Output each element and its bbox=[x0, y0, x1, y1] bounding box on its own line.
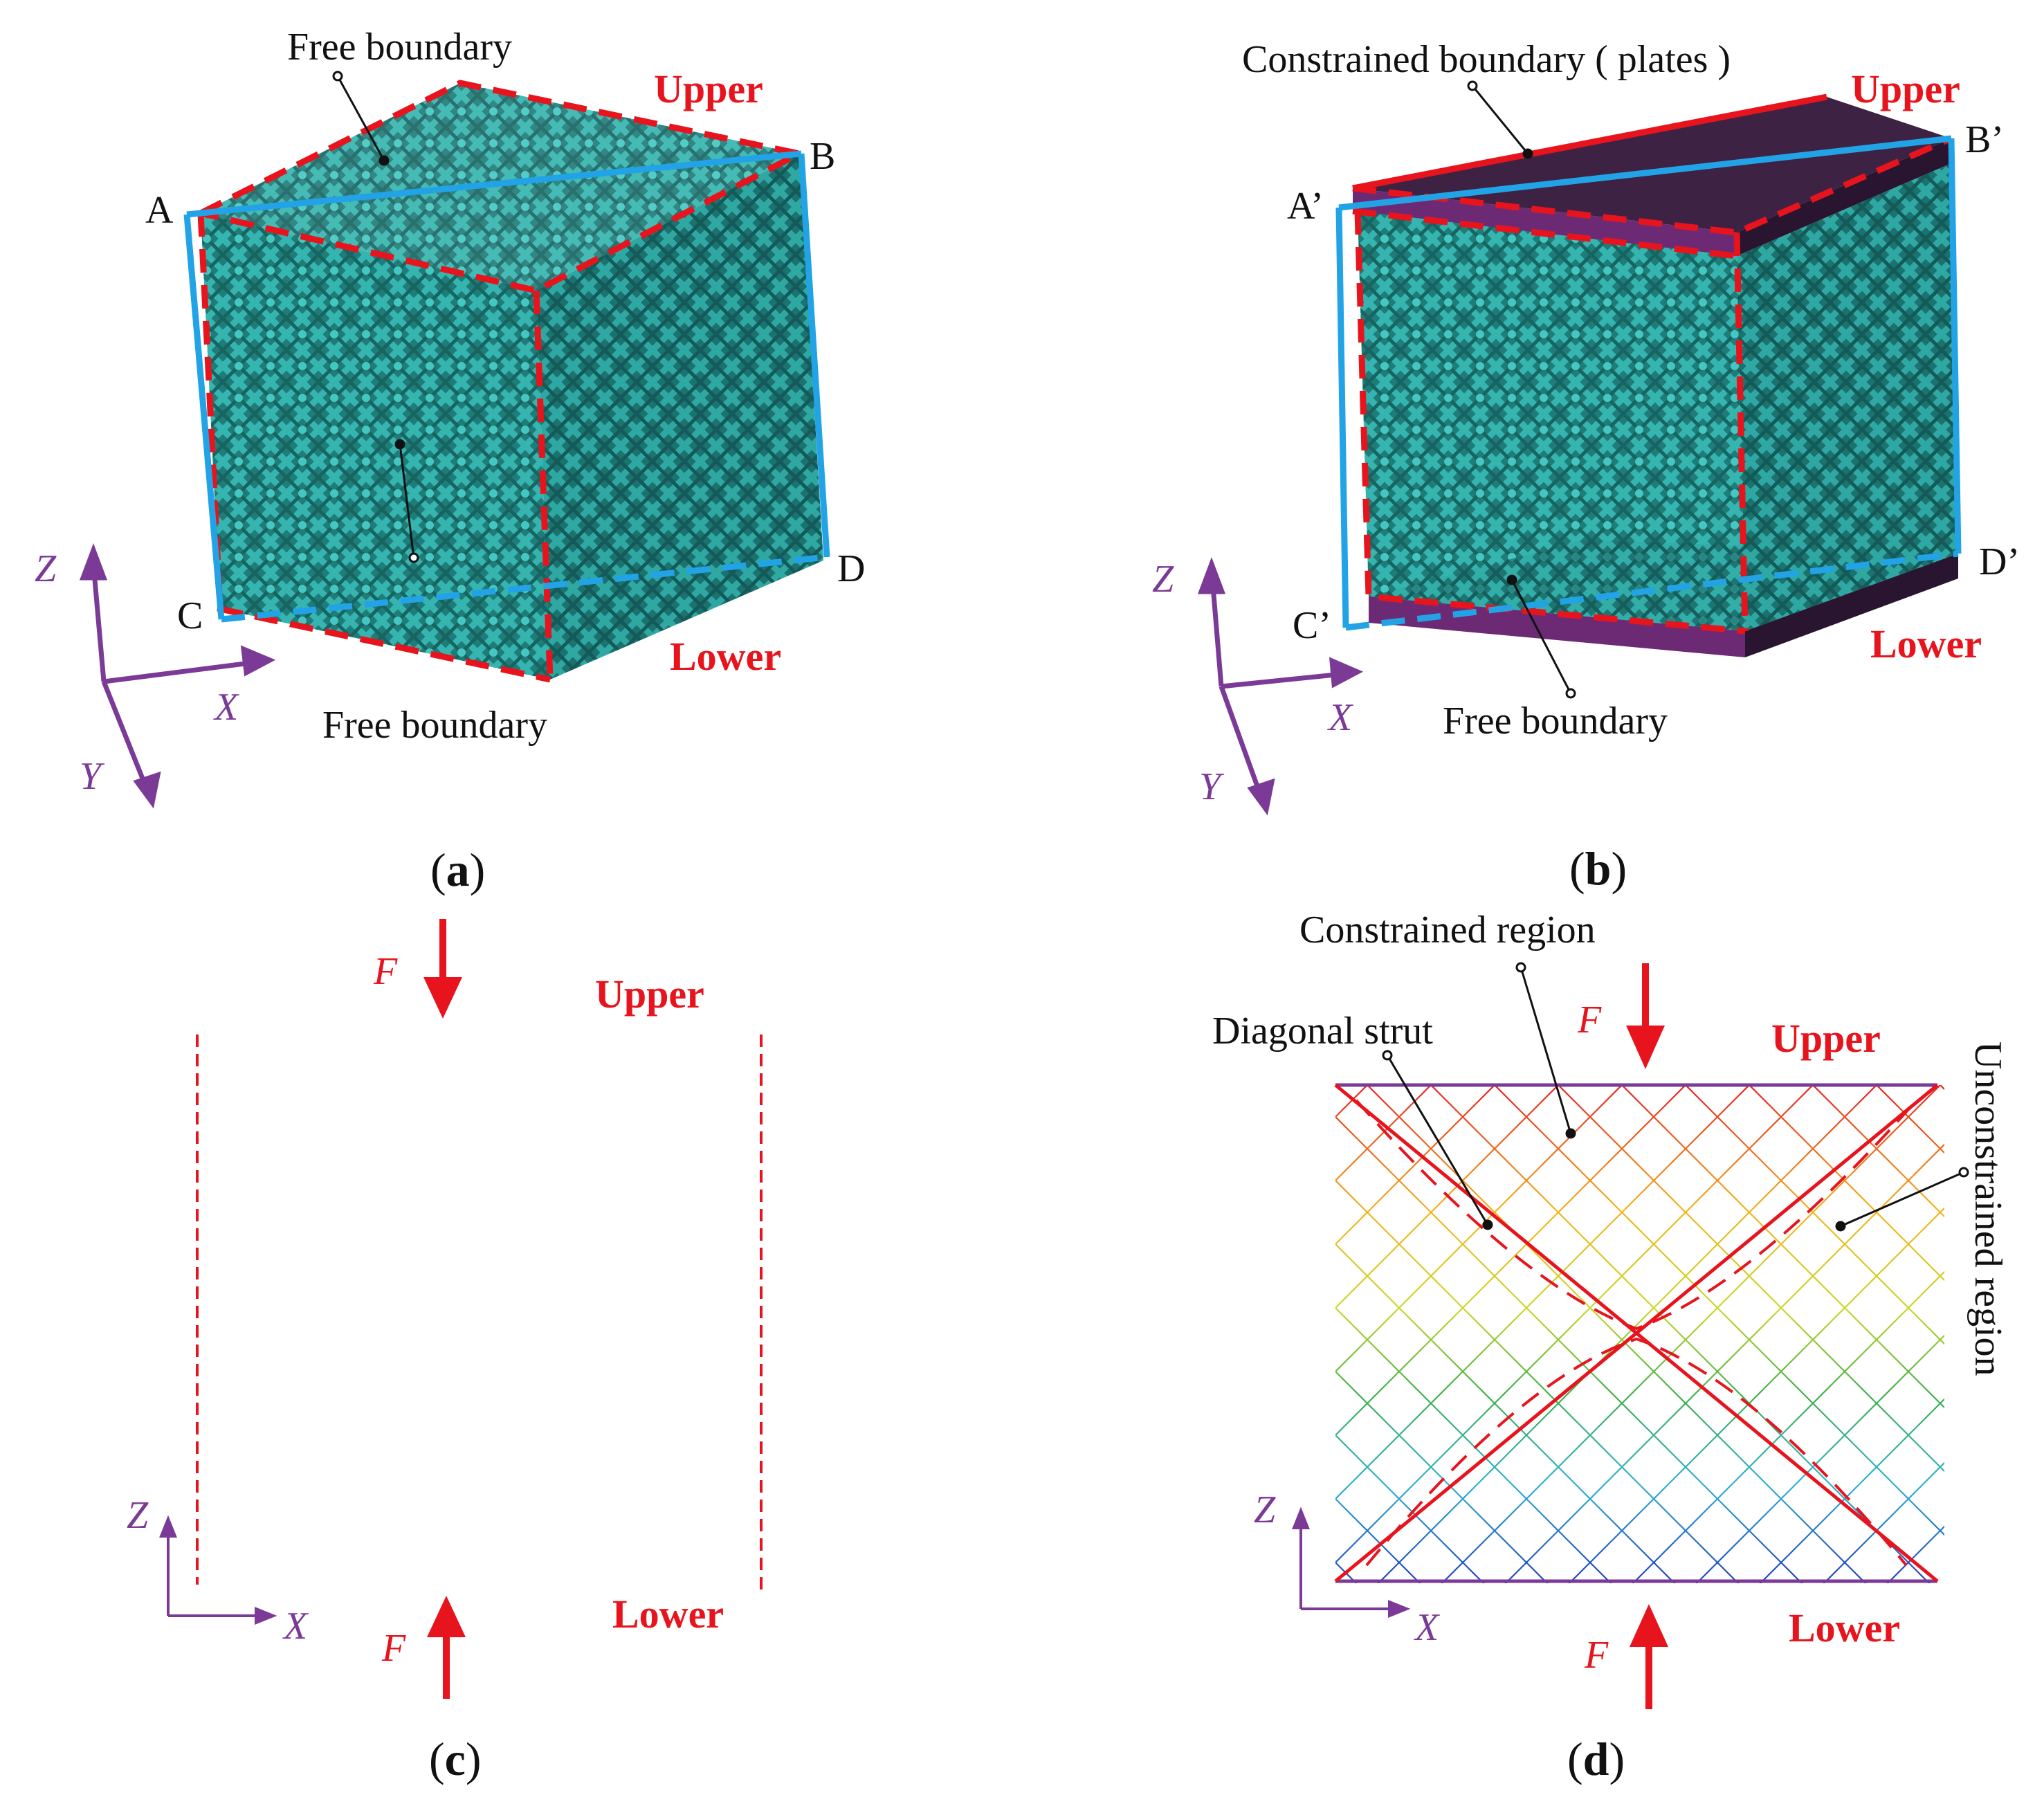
axis-y-label: Y bbox=[1199, 765, 1225, 808]
bottom-plate-side bbox=[1745, 554, 1958, 657]
force-label-top: F bbox=[1577, 999, 1602, 1041]
label-free-boundary-bottom: Free boundary bbox=[322, 704, 547, 747]
label-pointers bbox=[1382, 962, 1969, 1232]
label-pointers bbox=[1467, 80, 1576, 699]
bottom-plate-top bbox=[1369, 540, 1958, 631]
point-c: C bbox=[177, 594, 203, 637]
lattice-front-face bbox=[1358, 211, 1745, 631]
axis-x-label: X bbox=[1327, 696, 1354, 739]
lattice-grid-c bbox=[197, 1038, 761, 1592]
label-unconstrained-region: Unconstrained region bbox=[1967, 1041, 2009, 1376]
boundary-dashed-red bbox=[1352, 93, 1953, 635]
caption-c: (c) bbox=[429, 1733, 482, 1785]
label-upper: Upper bbox=[1851, 66, 1960, 111]
label-lower: Lower bbox=[612, 1592, 724, 1637]
label-free-boundary-top: Free boundary bbox=[287, 26, 512, 69]
point-d: D bbox=[837, 547, 865, 590]
label-diagonal-strut: Diagonal strut bbox=[1212, 1010, 1433, 1053]
point-a-prime: A’ bbox=[1287, 185, 1324, 228]
label-upper: Upper bbox=[1771, 1016, 1881, 1061]
lattice-top-face bbox=[201, 83, 799, 291]
label-upper: Upper bbox=[595, 972, 704, 1017]
axis-x-label: X bbox=[213, 686, 240, 729]
force-label-bottom: F bbox=[1584, 1634, 1609, 1677]
label-upper: Upper bbox=[654, 66, 763, 111]
boundary-blue-plane bbox=[183, 150, 830, 623]
boundary-blue-plane bbox=[1335, 135, 1962, 631]
axis-z-label: Z bbox=[35, 547, 57, 590]
axis-x-label: X bbox=[282, 1605, 309, 1648]
label-free-boundary: Free boundary bbox=[1443, 700, 1668, 742]
lattice-front-face bbox=[201, 213, 550, 680]
point-a: A bbox=[145, 189, 174, 232]
top-plate-side bbox=[1737, 138, 1951, 256]
axes-a bbox=[79, 543, 276, 809]
label-constrained-region: Constrained region bbox=[1299, 909, 1596, 951]
axis-y-label: Y bbox=[80, 755, 105, 798]
panel-a: Free boundary Free boundary Upper Lower … bbox=[35, 26, 865, 896]
lattice-right-face bbox=[1737, 163, 1958, 631]
caption-d: (d) bbox=[1567, 1733, 1625, 1785]
caption-b: (b) bbox=[1569, 842, 1627, 895]
point-b-prime: B’ bbox=[1965, 118, 2004, 161]
top-plate-top bbox=[1353, 97, 1951, 233]
rigid-plates-d bbox=[1335, 1083, 1937, 1583]
panel-c: F F Upper Lower Z X (c) bbox=[127, 919, 763, 1785]
force-label-top: F bbox=[373, 950, 398, 993]
label-constrained-boundary: Constrained boundary ( plates ) bbox=[1242, 38, 1731, 81]
label-lower: Lower bbox=[1870, 621, 1982, 666]
lattice-right-face bbox=[536, 154, 823, 680]
top-plate-front bbox=[1353, 188, 1737, 256]
diagonal-struts bbox=[1334, 1084, 1939, 1583]
constrained-region-boundary bbox=[1355, 1099, 1918, 1567]
force-label-bottom: F bbox=[381, 1627, 406, 1670]
axis-z-label: Z bbox=[1152, 558, 1174, 601]
axis-z-label: Z bbox=[127, 1494, 149, 1537]
free-edges-c bbox=[196, 1035, 763, 1595]
axes-d bbox=[1292, 1506, 1411, 1618]
caption-a: (a) bbox=[430, 844, 485, 896]
point-c-prime: C’ bbox=[1293, 604, 1331, 647]
axis-x-label: X bbox=[1414, 1606, 1441, 1649]
force-arrows-c bbox=[423, 919, 466, 1699]
force-arrows-d bbox=[1626, 963, 1668, 1709]
panel-d: F F Upper Lower Constrained region Diago… bbox=[1212, 909, 2009, 1785]
point-d-prime: D’ bbox=[1979, 540, 2020, 583]
panel-b: Constrained boundary ( plates ) Free bou… bbox=[1152, 38, 2020, 895]
axis-z-label: Z bbox=[1254, 1488, 1276, 1531]
axes-b bbox=[1197, 557, 1364, 816]
label-lower: Lower bbox=[670, 634, 781, 679]
point-b: B bbox=[810, 135, 835, 178]
axes-c bbox=[159, 1515, 277, 1625]
label-pointers bbox=[332, 71, 419, 563]
label-lower: Lower bbox=[1789, 1605, 1900, 1650]
